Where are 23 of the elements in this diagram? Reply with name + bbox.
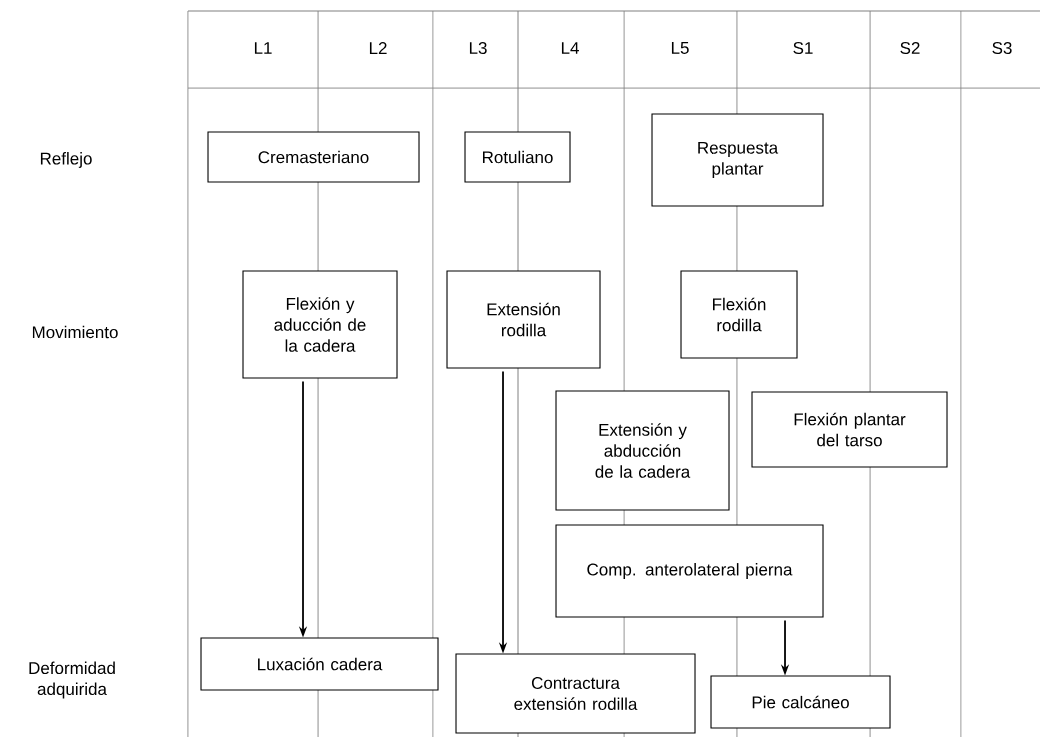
process-box: Extensión y abducción de la cadera [555,390,730,511]
row-label: Movimiento [32,325,118,339]
column-header: L2 [369,42,387,54]
column-header: L5 [671,42,689,54]
process-box: Flexión y aducción de la cadera [242,270,398,379]
process-box: Extensión rodilla [446,270,601,369]
process-box: Flexión rodilla [680,270,798,359]
column-header: L1 [254,42,272,54]
process-box: Cremasteriano [207,131,420,183]
column-header: S3 [992,42,1012,55]
process-box: Comp. anterolateral pierna [555,524,824,618]
column-header: L4 [561,42,579,54]
process-box: Respuesta plantar [651,113,824,207]
process-box: Rotuliano [464,131,571,183]
process-box: Luxación cadera [200,637,439,691]
process-box: Flexión plantar del tarso [751,391,948,468]
column-header: S2 [900,42,920,55]
process-box: Contractura extensión rodilla [455,653,696,734]
column-header: S1 [793,42,813,55]
row-label: Reflejo [40,152,92,168]
process-box: Pie calcáneo [710,675,891,729]
row-label: Deformidad adquirida [29,661,115,699]
column-header: L3 [469,42,487,55]
